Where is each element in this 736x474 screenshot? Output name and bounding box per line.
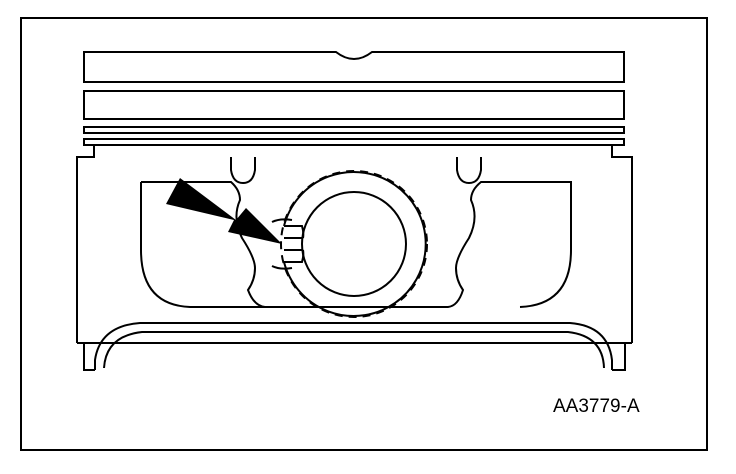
piston-skirt bbox=[76, 145, 633, 371]
pin-bore-outer bbox=[283, 171, 427, 317]
ring-land-2 bbox=[83, 90, 625, 120]
piston-pin bbox=[301, 191, 407, 297]
figure-id-label: AA3779-A bbox=[553, 396, 640, 417]
clip-gap bbox=[284, 225, 305, 263]
left-slot bbox=[230, 157, 256, 185]
clip-ends bbox=[271, 218, 293, 270]
figure-frame bbox=[20, 17, 708, 451]
skirt-arch bbox=[94, 322, 613, 370]
oil-ring-land-upper bbox=[83, 126, 625, 134]
piston-crown bbox=[83, 51, 625, 83]
right-slot bbox=[456, 157, 482, 185]
pointer-arrow bbox=[166, 178, 282, 244]
oil-ring-land-lower bbox=[83, 138, 625, 146]
skirt-arch-inner bbox=[103, 331, 605, 369]
